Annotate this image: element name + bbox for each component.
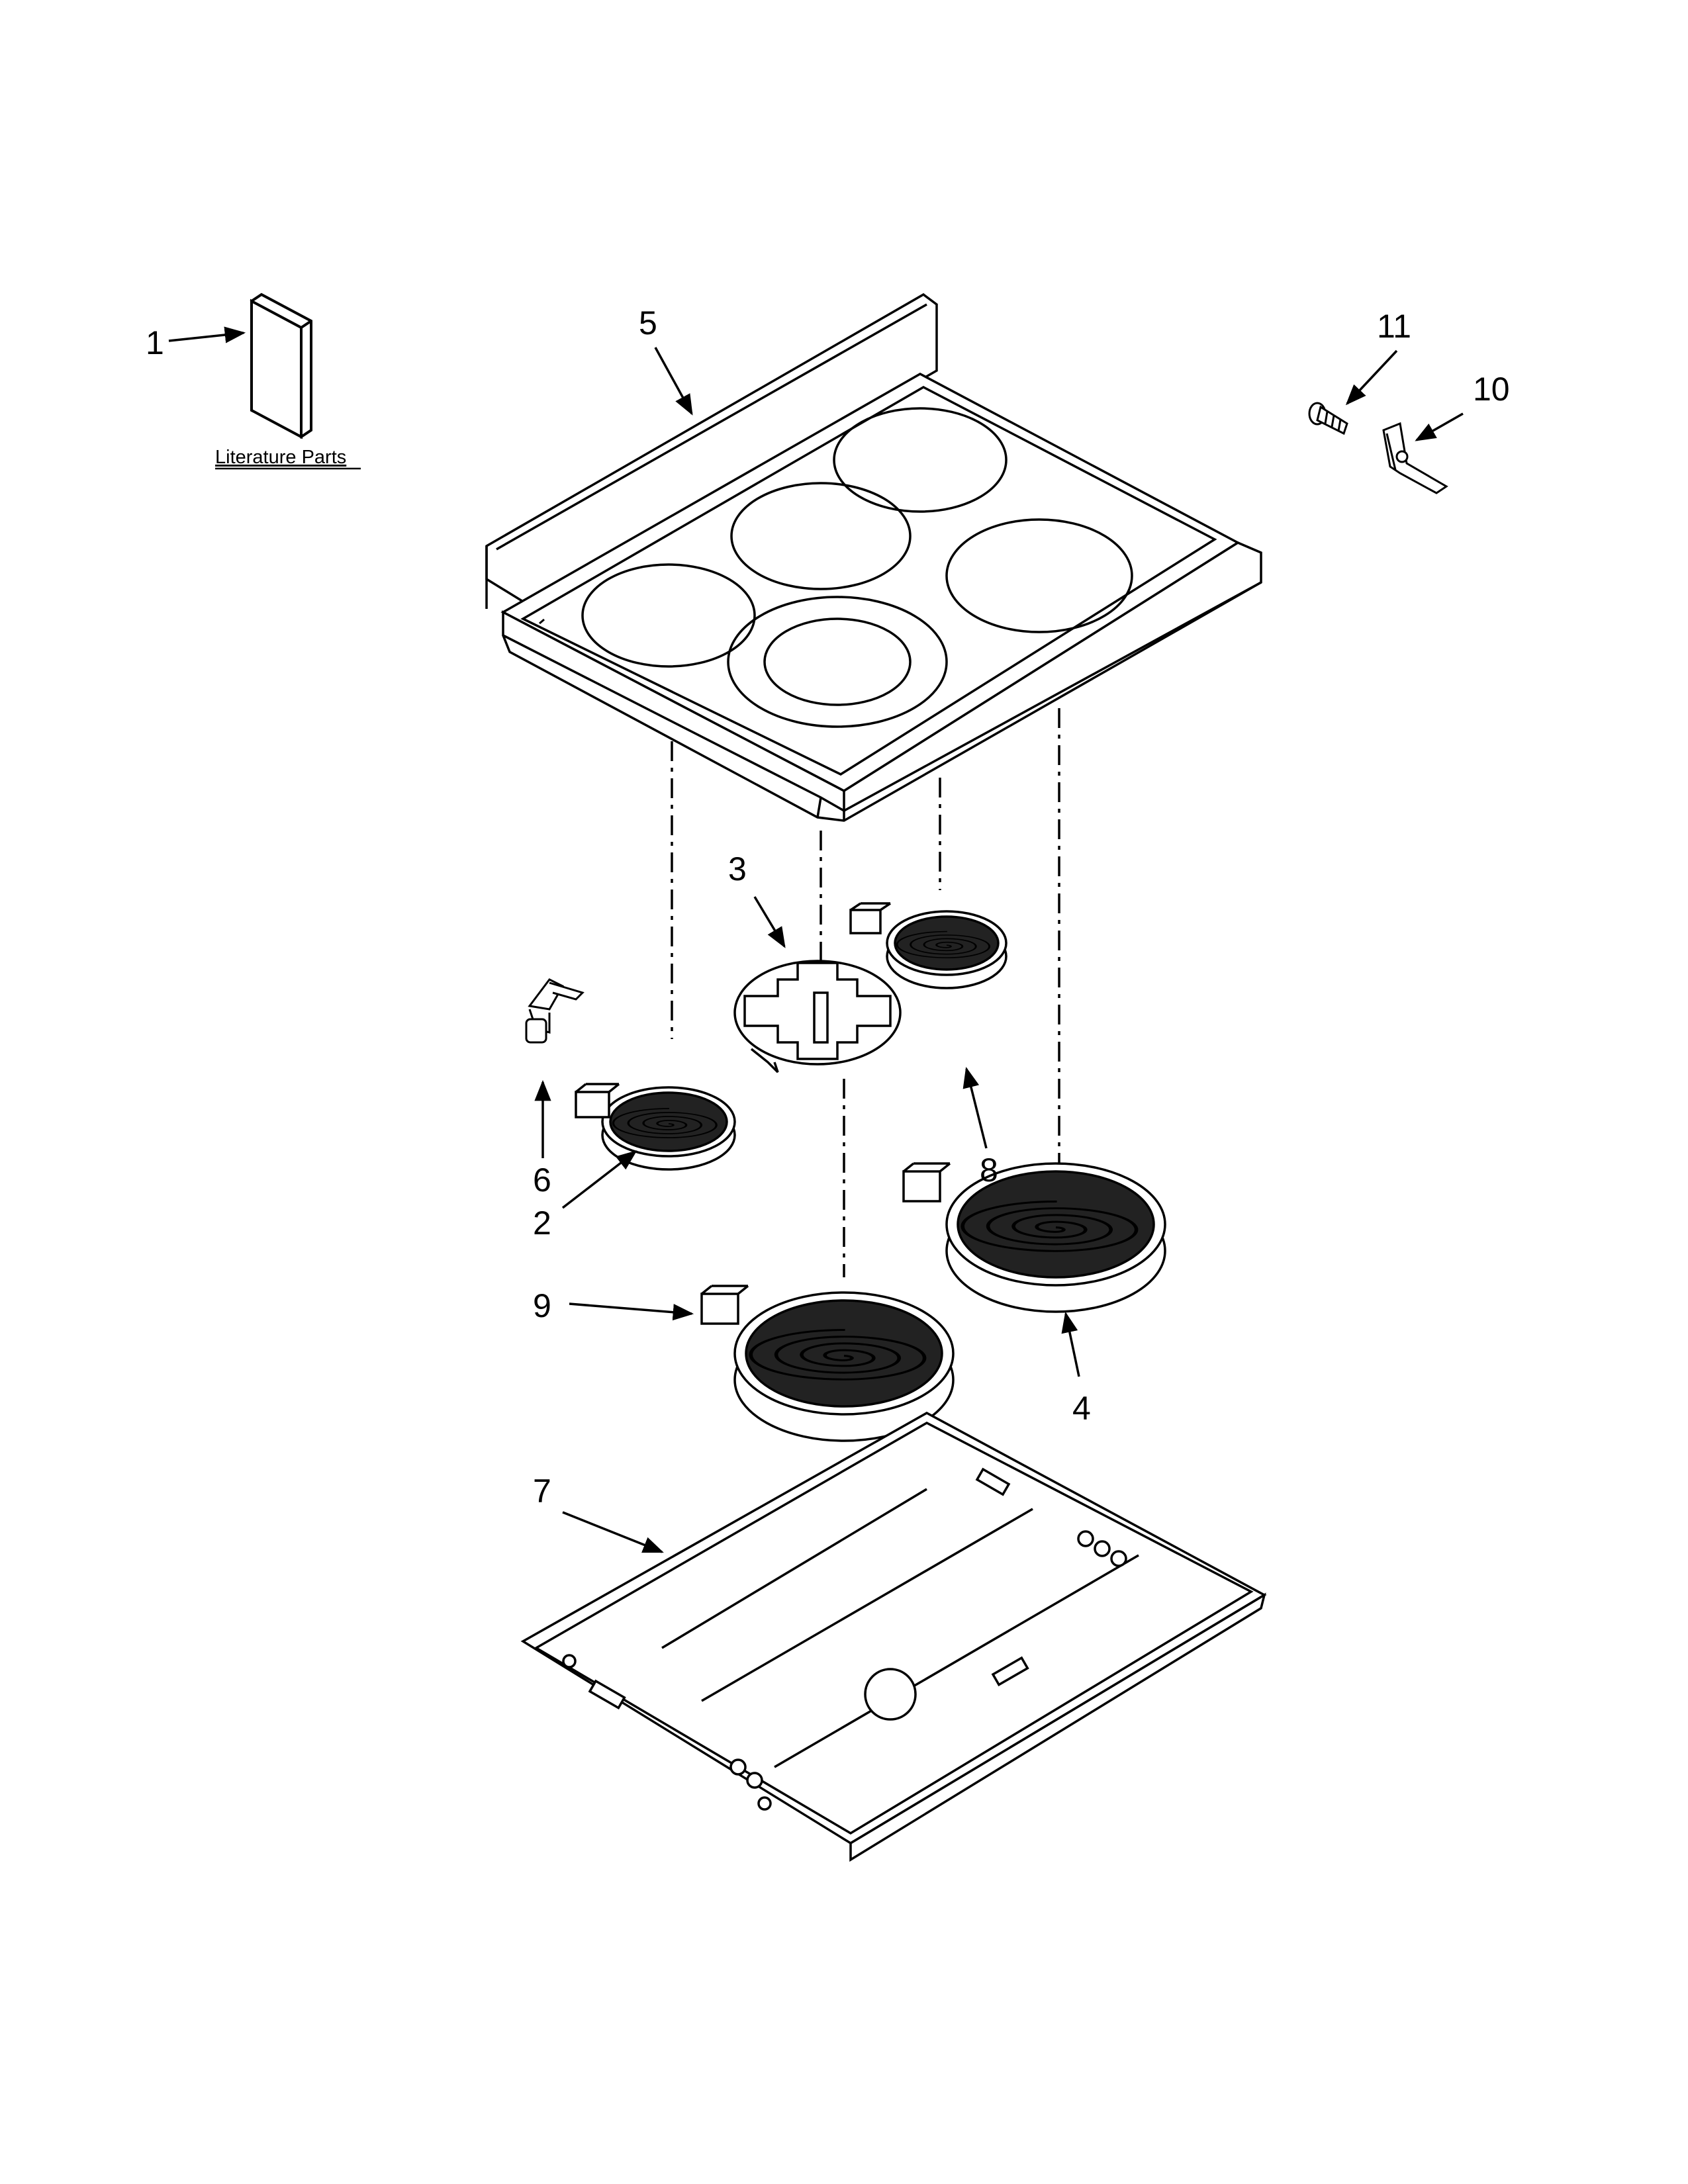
- callout-10: 10: [1473, 371, 1510, 408]
- callout-leaders: [168, 326, 1464, 1553]
- callout-11: 11: [1377, 308, 1411, 345]
- callout-9: 9: [533, 1287, 551, 1324]
- dual-radiant-element-icon: [700, 1285, 955, 1442]
- callout-5: 5: [639, 304, 657, 341]
- small-radiant-element-rear-icon: [849, 902, 1008, 989]
- cooktop-icon: [485, 293, 1262, 822]
- small-radiant-element-icon: [575, 1083, 736, 1171]
- literature-parts-label: Literature Parts: [215, 447, 346, 468]
- callout-4: 4: [1072, 1390, 1091, 1427]
- callout-6: 6: [533, 1161, 551, 1199]
- large-radiant-element-icon: [902, 1162, 1166, 1313]
- callout-3: 3: [728, 850, 747, 887]
- burner-box-icon: [520, 1412, 1267, 1862]
- assembly-guide-lines: [671, 708, 1060, 1277]
- bracket-icon: [1382, 422, 1448, 494]
- literature-booklet-icon: [250, 293, 312, 439]
- callout-1: 1: [146, 324, 164, 361]
- insulation-plate-icon: [733, 960, 902, 1073]
- callout-2: 2: [533, 1205, 551, 1242]
- callout-7: 7: [533, 1473, 551, 1510]
- callout-8: 8: [980, 1152, 998, 1189]
- limiter-clip-icon: [525, 978, 585, 1044]
- screw-icon: [1308, 402, 1348, 435]
